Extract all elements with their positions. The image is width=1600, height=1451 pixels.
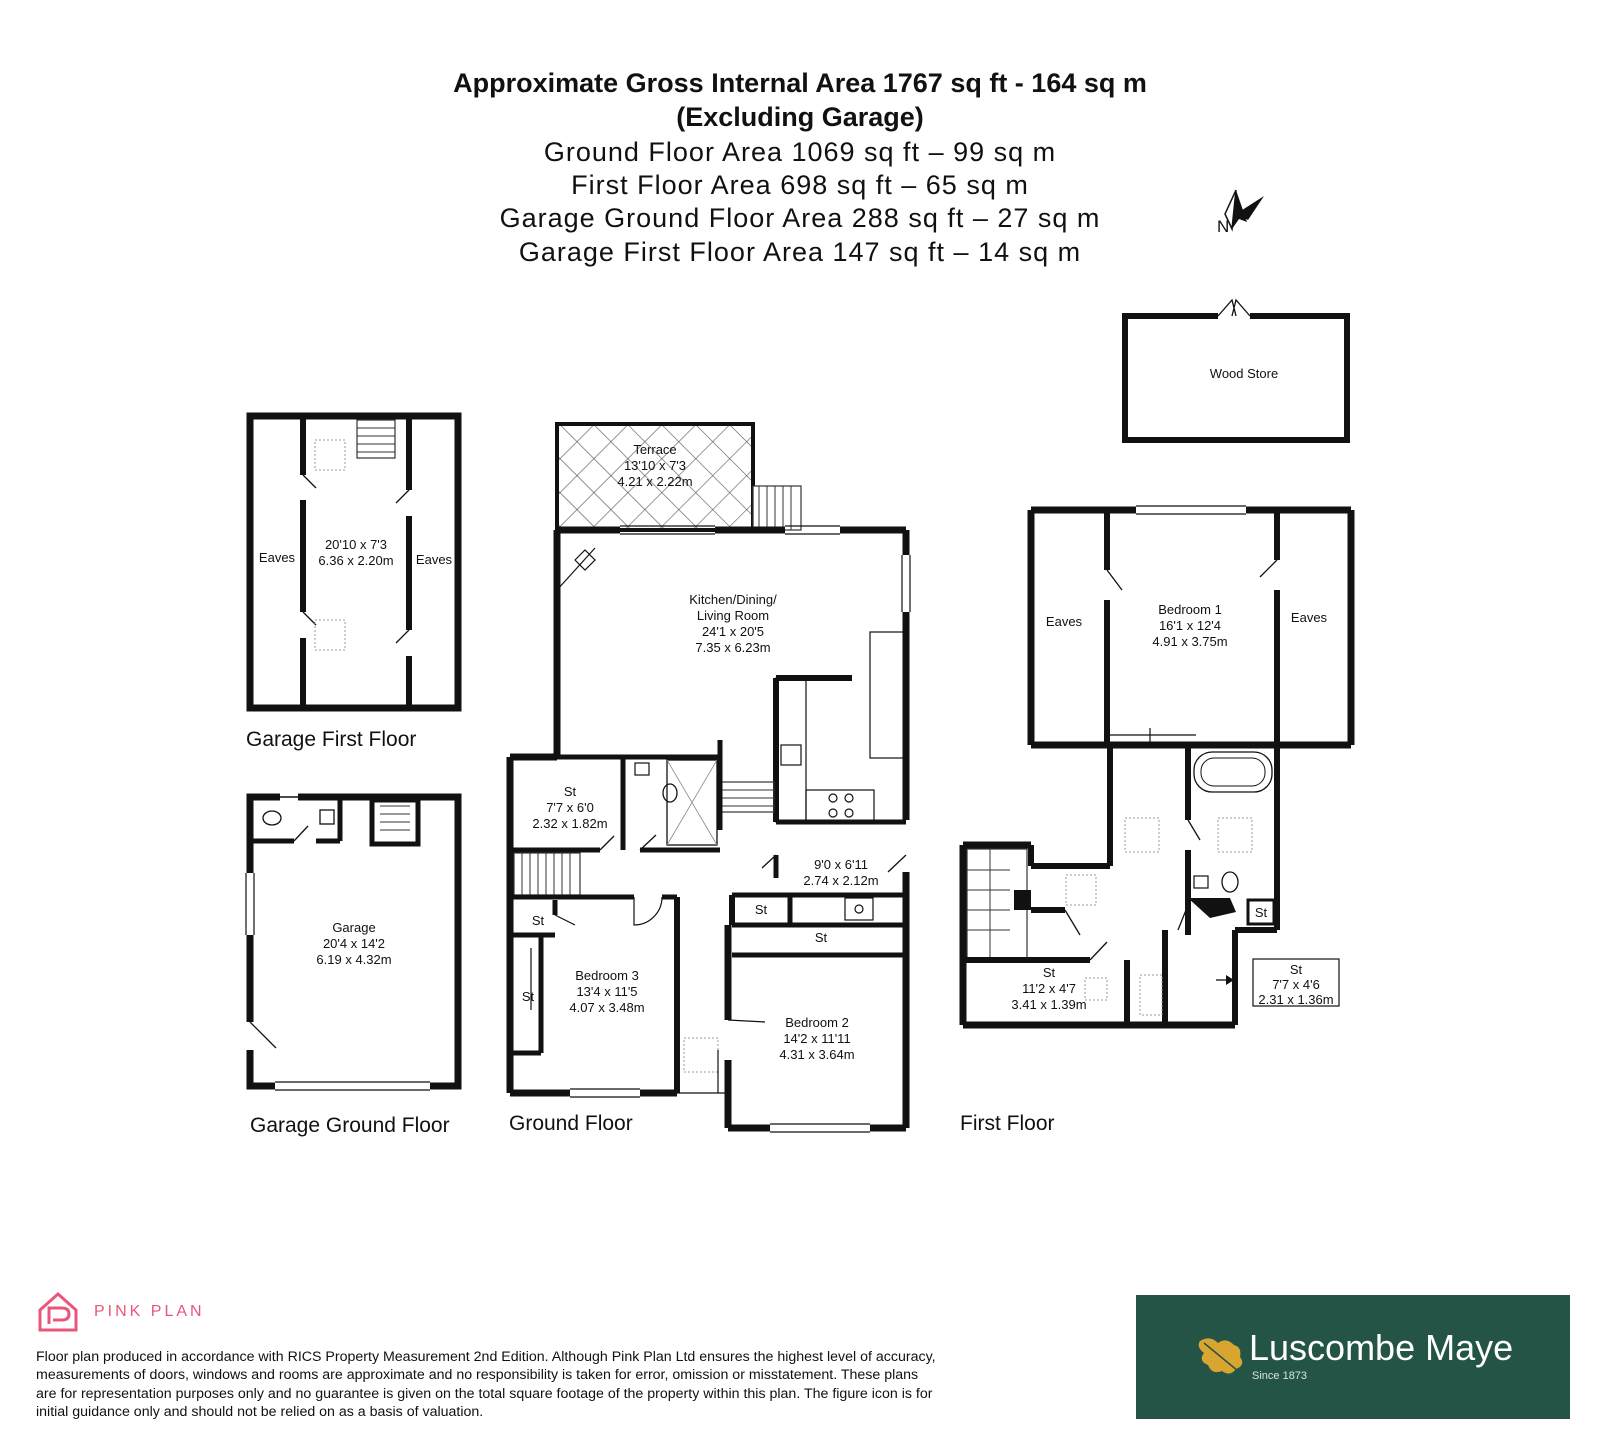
- garage-first-floor-area: Garage First Floor Area 147 sq ft – 14 s…: [518, 237, 1082, 267]
- ff-store-2-dimensions-metric: 2.31 x 1.36m: [1258, 992, 1333, 1007]
- utility-dimensions-imperial: 9'0 x 6'11: [814, 857, 868, 872]
- bedroom-1-dimensions-imperial: 16'1 x 12'4: [1159, 618, 1221, 633]
- first-floor-label: First Floor: [960, 1112, 1055, 1135]
- bedroom-3-label: Bedroom 3: [575, 968, 639, 983]
- title-gross-area: Approximate Gross Internal Area 1767 sq …: [453, 68, 1147, 98]
- wood-store-label: Wood Store: [1210, 366, 1278, 381]
- title-excluding-garage: (Excluding Garage): [676, 102, 924, 132]
- kitchen-label-line1: Kitchen/Dining/: [689, 592, 777, 607]
- disclaimer-text: Floor plan produced in accordance with R…: [36, 1349, 936, 1421]
- ground-floor-label: Ground Floor: [509, 1112, 633, 1135]
- garage-ground-floor-area: Garage Ground Floor Area 288 sq ft – 27 …: [499, 203, 1101, 233]
- ff-store-label: St: [1043, 965, 1056, 980]
- agent-logo-badge: Luscombe Maye Since 1873: [1136, 1295, 1570, 1419]
- agent-since: Since 1873: [1252, 1370, 1308, 1382]
- garage-first-floor-label: Garage First Floor: [246, 728, 416, 751]
- garage-first-floor-outline: [246, 412, 462, 712]
- pink-plan-logo-icon: [36, 1290, 80, 1339]
- bedroom-1-label: Bedroom 1: [1158, 602, 1222, 617]
- store-small-label: St: [532, 913, 545, 928]
- ff-store-2-label: St: [1290, 962, 1303, 977]
- ff-eaves-right-label: Eaves: [1291, 610, 1328, 625]
- bedroom-3-dimensions-metric: 4.07 x 3.48m: [569, 1000, 644, 1015]
- garage-ground-floor-outline: [245, 793, 462, 1091]
- kitchen-dimensions-metric: 7.35 x 6.23m: [695, 640, 770, 655]
- first-floor-outline: [959, 505, 1355, 1029]
- first-floor-area: First Floor Area 698 sq ft – 65 sq m: [571, 170, 1029, 200]
- gff-eaves-left-label: Eaves: [259, 550, 296, 565]
- ground-floor-area: Ground Floor Area 1069 sq ft – 99 sq m: [543, 137, 1057, 167]
- store-dimensions-imperial: 7'7 x 6'0: [546, 800, 594, 815]
- store-small-label: St: [522, 989, 535, 1004]
- bedroom-2-label: Bedroom 2: [785, 1015, 849, 1030]
- ff-store-dimensions-imperial: 11'2 x 4'7: [1022, 981, 1076, 996]
- terrace-label: Terrace: [633, 442, 676, 457]
- ff-store-small-label: St: [1255, 905, 1268, 920]
- bedroom-3-dimensions-imperial: 13'4 x 11'5: [576, 984, 637, 999]
- wood-store-outline: [1122, 298, 1350, 443]
- terrace-dimensions-imperial: 13'10 x 7'3: [624, 458, 686, 473]
- garage-dimensions-imperial: 20'4 x 14'2: [323, 936, 385, 951]
- north-arrow-icon: [1224, 189, 1264, 232]
- bedroom-2-dimensions-metric: 4.31 x 3.64m: [779, 1047, 854, 1062]
- garage-label: Garage: [332, 920, 375, 935]
- store-dimensions-metric: 2.32 x 1.82m: [532, 816, 607, 831]
- terrace-dimensions-metric: 4.21 x 2.22m: [617, 474, 692, 489]
- pink-plan-brand: PINK PLAN: [94, 1303, 205, 1320]
- oak-leaf-icon: [1198, 1338, 1243, 1374]
- gff-dimensions-imperial: 20'10 x 7'3: [325, 537, 387, 552]
- utility-dimensions-metric: 2.74 x 2.12m: [803, 873, 878, 888]
- ff-store-dimensions-metric: 3.41 x 1.39m: [1011, 997, 1086, 1012]
- store-label: St: [564, 784, 577, 799]
- north-label: N: [1217, 217, 1229, 236]
- store-small-label: St: [755, 902, 768, 917]
- bedroom-2-dimensions-imperial: 14'2 x 11'11: [783, 1031, 850, 1046]
- garage-ground-floor-label: Garage Ground Floor: [250, 1114, 450, 1137]
- garage-dimensions-metric: 6.19 x 4.32m: [316, 952, 391, 967]
- ff-store-2-dimensions-imperial: 7'7 x 4'6: [1272, 977, 1320, 992]
- kitchen-label-line2: Living Room: [697, 608, 769, 623]
- agent-name: Luscombe Maye: [1249, 1327, 1514, 1368]
- store-small-label: St: [815, 930, 828, 945]
- kitchen-dimensions-imperial: 24'1 x 20'5: [702, 624, 764, 639]
- ground-floor-outline: [506, 422, 911, 1133]
- ff-eaves-left-label: Eaves: [1046, 614, 1083, 629]
- gff-eaves-right-label: Eaves: [416, 552, 453, 567]
- bedroom-1-dimensions-metric: 4.91 x 3.75m: [1152, 634, 1227, 649]
- gff-dimensions-metric: 6.36 x 2.20m: [318, 553, 393, 568]
